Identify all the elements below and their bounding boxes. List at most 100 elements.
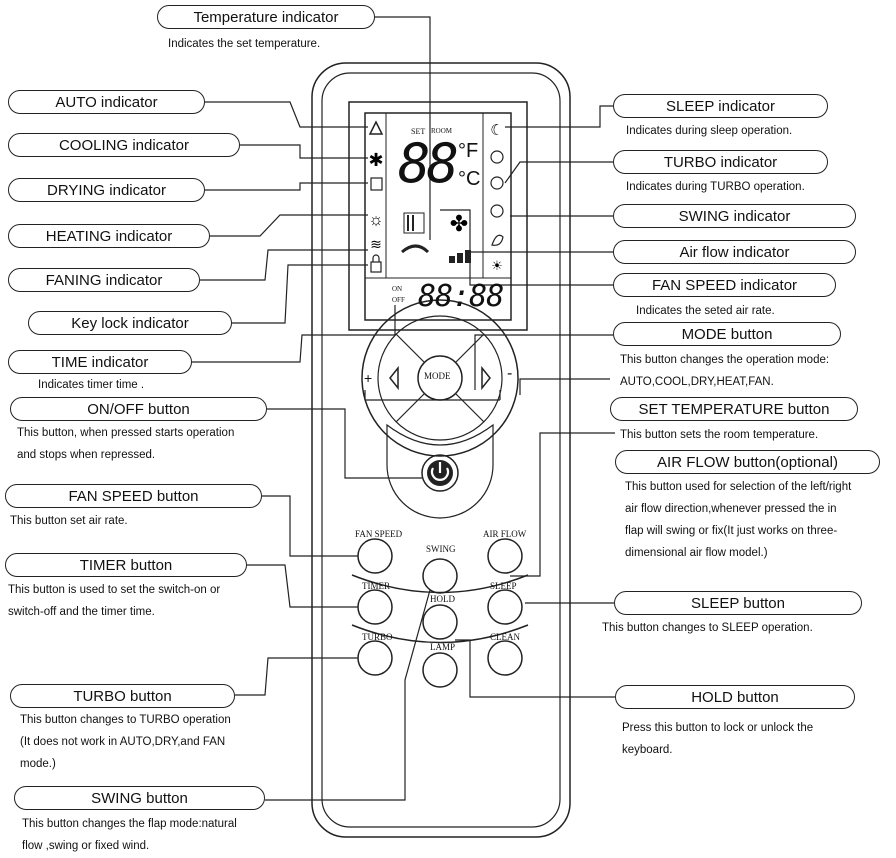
- cooling-indicator-label: COOLING indicator: [8, 133, 240, 157]
- mode-desc-2: AUTO,COOL,DRY,HEAT,FAN.: [620, 376, 774, 388]
- leader-turbo-ind: [504, 161, 613, 184]
- time-indicator-label: TIME indicator: [8, 350, 192, 374]
- timer-desc-1: This button is used to set the switch-on…: [8, 584, 221, 596]
- leader-timer: [247, 564, 358, 608]
- heating-indicator-label: HEATING indicator: [8, 224, 210, 248]
- mode-key[interactable]: MODE: [424, 371, 451, 381]
- sleep-indicator-desc: Indicates during sleep operation.: [626, 125, 793, 137]
- air-flow-desc-1: This button used for selection of the le…: [625, 481, 852, 493]
- hold-key-shape: [422, 604, 458, 640]
- turbo-indicator-label: TURBO indicator: [613, 150, 828, 174]
- swing-icon: [490, 204, 504, 218]
- swing-key-label[interactable]: SWING: [426, 544, 456, 554]
- hold-desc-1: Press this button to lock or unlock the: [622, 722, 814, 734]
- heating-icon: ☼: [368, 210, 384, 229]
- leader-onoff: [267, 408, 422, 479]
- left-arrow-icon: [389, 365, 399, 391]
- turbo-indicator-desc: Indicates during TURBO operation.: [626, 181, 805, 193]
- turbo-desc-3: mode.): [20, 758, 56, 770]
- sleep-icon: ☾: [490, 122, 503, 139]
- leader-cooling: [240, 144, 368, 159]
- faning-icon: ≋: [370, 236, 382, 252]
- cooling-icon: ✱: [368, 150, 383, 170]
- key-lock-indicator-label: Key lock indicator: [28, 311, 232, 335]
- leader-airflow-ind: [440, 209, 613, 253]
- swing-desc-2: flow ,swing or fixed wind.: [22, 840, 150, 852]
- leader-fanspeed: [262, 495, 358, 557]
- fan-speed-bar3: [465, 250, 471, 263]
- fan-speed-button-label: FAN SPEED button: [5, 484, 262, 508]
- air-flow-key-shape: [487, 538, 523, 574]
- timer-on-label: ON: [392, 285, 403, 293]
- leader-drying: [205, 182, 368, 191]
- remote-body-outer: [311, 62, 571, 838]
- clean-key-label[interactable]: CLEAN: [490, 632, 520, 642]
- turbo-key-label[interactable]: TURBO: [362, 632, 393, 642]
- sleep-button-label: SLEEP button: [614, 591, 862, 615]
- grid-arc-2: [351, 624, 529, 644]
- remote-body-inner: [321, 72, 561, 828]
- lamp-key-shape: [422, 652, 458, 688]
- air-flow-desc-2: air flow direction,whenever pressed the …: [625, 503, 837, 515]
- clean-icon: [490, 176, 504, 190]
- air-flow-indicator-label: Air flow indicator: [613, 240, 856, 264]
- onoff-button-label: ON/OFF button: [10, 397, 267, 421]
- set-temperature-desc: This button sets the room temperature.: [620, 429, 819, 441]
- dpad-inner: [377, 315, 503, 441]
- leader-airflow: [510, 432, 615, 577]
- sleep-indicator-label: SLEEP indicator: [613, 94, 828, 118]
- temp-digits: 88: [398, 132, 459, 195]
- leader-lines: [192, 16, 615, 801]
- leader-temp: [375, 16, 431, 240]
- minus-sign: -: [507, 365, 513, 382]
- air-flow-desc-4: dimensional air flow model.): [625, 547, 768, 559]
- fan-speed-indicator-desc: Indicates the seted air rate.: [636, 305, 775, 317]
- dpad-outer: [361, 299, 519, 457]
- onoff-desc-1: This button, when pressed starts operati…: [17, 427, 235, 439]
- fan-speed-bar1: [449, 256, 455, 263]
- leader-time: [192, 305, 396, 363]
- fan-icon: ✤: [450, 211, 468, 236]
- timer-key-label[interactable]: TIMER: [362, 581, 390, 591]
- air-flow-icon: [403, 212, 425, 234]
- timer-desc-2: switch-off and the timer time.: [8, 606, 155, 618]
- leader-swing: [265, 589, 431, 801]
- turbo-desc-1: This button changes to TURBO operation: [20, 714, 231, 726]
- lamp-key-label[interactable]: LAMP: [430, 642, 456, 652]
- swing-desc-1: This button changes the flap mode:natura…: [22, 818, 237, 830]
- swing-flap-icon: [401, 244, 430, 254]
- turbo-desc-2: (It does not work in AUTO,DRY,and FAN: [20, 736, 226, 748]
- lamp-icon: ☀: [491, 258, 503, 273]
- timer-off-label: OFF: [392, 296, 405, 304]
- button-grid: [351, 538, 529, 688]
- fan-speed-desc: This button set air rate.: [10, 515, 128, 527]
- power-icon: [430, 467, 450, 481]
- leader-turbo: [235, 657, 358, 696]
- sleep-button-desc: This button changes to SLEEP operation.: [602, 622, 813, 634]
- dpad-div-2: [455, 333, 485, 363]
- leader-heating: [210, 214, 368, 237]
- clean-key-shape: [487, 640, 523, 676]
- turbo-key-shape: [357, 640, 393, 676]
- dpad-div-3: [395, 393, 425, 423]
- leader-hold: [455, 639, 615, 698]
- sleep-key-label[interactable]: SLEEP: [490, 581, 517, 591]
- sleep-key-shape: [487, 589, 523, 625]
- health-icon: [491, 234, 504, 246]
- auto-indicator-label: AUTO indicator: [8, 90, 205, 114]
- power-button-ring: [421, 454, 459, 492]
- fan-speed-key-label[interactable]: FAN SPEED: [355, 529, 403, 539]
- key-lock-icon: [370, 261, 382, 273]
- power-plate: [386, 423, 494, 519]
- dpad-div-4: [455, 393, 485, 423]
- faning-indicator-label: FANING indicator: [8, 268, 200, 292]
- air-flow-key-label[interactable]: AIR FLOW: [483, 529, 527, 539]
- time-indicator-desc: Indicates timer time .: [38, 379, 145, 391]
- fan-speed-bar2: [457, 253, 463, 263]
- swing-button-label: SWING button: [14, 786, 265, 810]
- mode-desc-1: This button changes the operation mode:: [620, 354, 830, 366]
- fan-speed-key-shape: [357, 538, 393, 574]
- turbo-icon: [490, 150, 504, 164]
- hold-key-label[interactable]: HOLD: [430, 594, 455, 604]
